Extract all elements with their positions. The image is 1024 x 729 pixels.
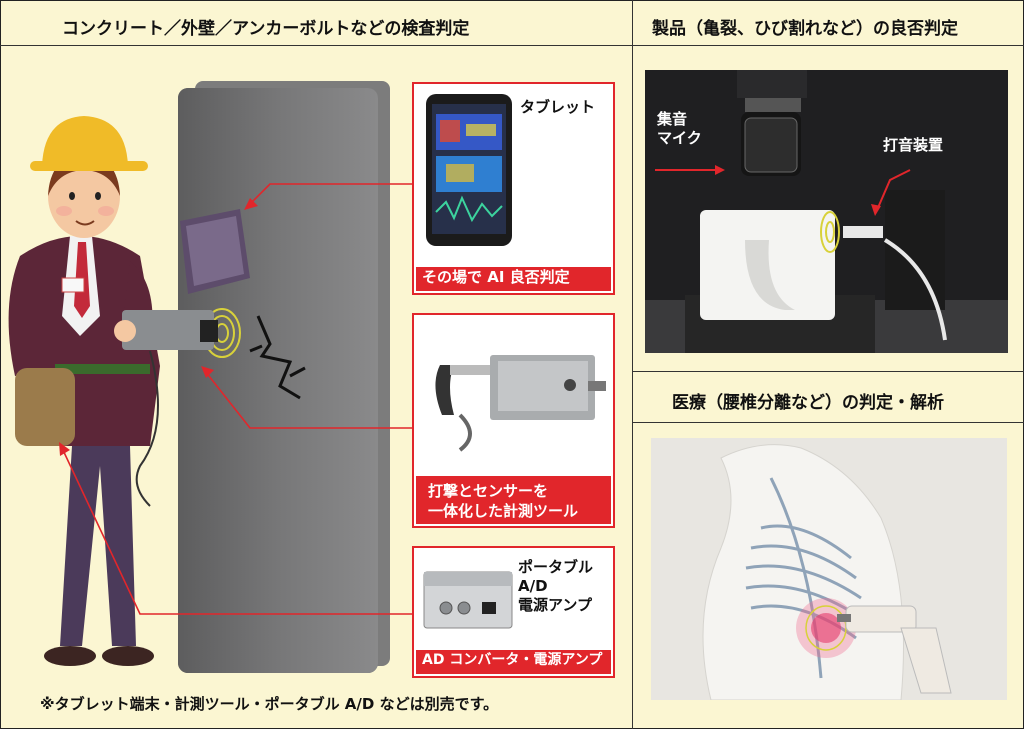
worker-illustration bbox=[8, 116, 250, 666]
striker-label: 打音装置 bbox=[883, 136, 944, 154]
medical-header: 医療（腰椎分離など）の判定・解析 bbox=[672, 393, 944, 413]
divider-right-middle bbox=[632, 371, 1024, 372]
amp-callout: ポータブル A/D 電源アンプ AD コンバータ・電源アンプ bbox=[412, 546, 615, 678]
measuring-tool-callout: 打撃とセンサーを 一体化した計測ツール bbox=[412, 313, 615, 528]
inspection-header: コンクリート／外壁／アンカーボルトなどの検査判定 bbox=[62, 19, 470, 39]
callout-arrows bbox=[61, 183, 412, 615]
tablet-name: タブレット bbox=[520, 98, 596, 116]
divider-right-header bbox=[632, 45, 1024, 46]
amp-image bbox=[423, 571, 513, 629]
measuring-tool-caption: 打撃とセンサーを 一体化した計測ツール bbox=[416, 476, 611, 524]
product-scene bbox=[645, 70, 1008, 353]
tablet-image bbox=[426, 94, 512, 246]
divider-right-medical-header bbox=[632, 422, 1024, 423]
medical-scene bbox=[702, 444, 952, 700]
amp-name: ポータブル A/D 電源アンプ bbox=[518, 558, 594, 614]
tablet-caption: その場で AI 良否判定 bbox=[416, 267, 611, 291]
arrow-heads bbox=[59, 198, 258, 456]
medical-photo bbox=[651, 438, 1007, 700]
divider-vertical bbox=[632, 0, 633, 729]
sold-separately-note: ※タブレット端末・計測ツール・ポータブル A/D などは別売です。 bbox=[40, 695, 499, 713]
divider-left-header bbox=[0, 45, 632, 46]
tablet-callout: タブレット その場で AI 良否判定 bbox=[412, 82, 615, 295]
product-photo: 集音 マイク 打音装置 bbox=[645, 70, 1008, 353]
measuring-tool-image bbox=[435, 355, 606, 452]
crack-icon bbox=[249, 315, 306, 400]
mic-label: 集音 マイク bbox=[657, 110, 702, 147]
inspection-illustration bbox=[8, 81, 412, 673]
product-header: 製品（亀裂、ひび割れなど）の良否判定 bbox=[652, 19, 958, 39]
amp-caption: AD コンバータ・電源アンプ bbox=[416, 650, 611, 674]
